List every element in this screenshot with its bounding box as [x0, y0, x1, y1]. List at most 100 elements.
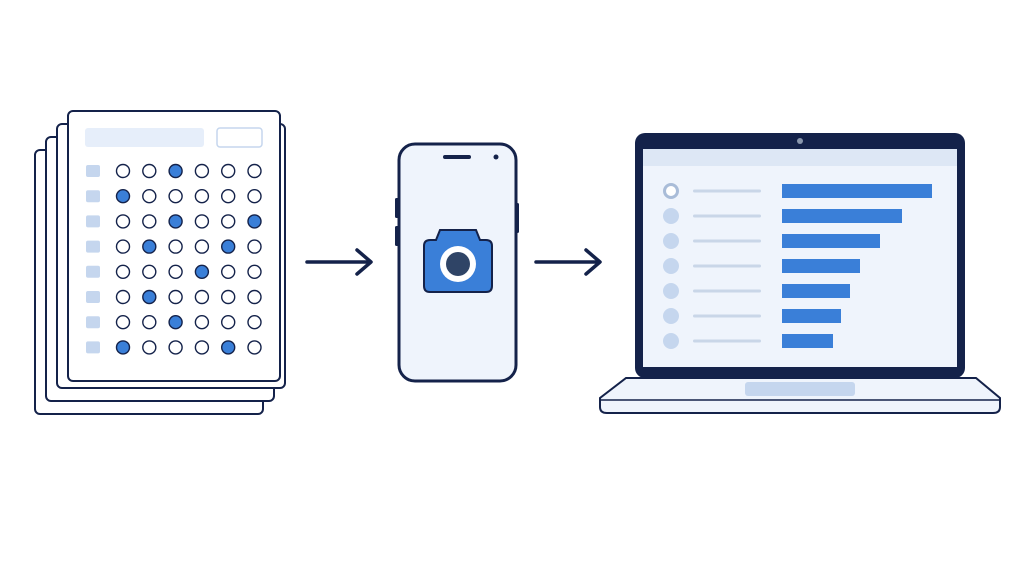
result-row — [663, 183, 932, 199]
filled-bubble — [115, 188, 131, 204]
empty-bubble — [142, 163, 157, 179]
empty-bubble — [168, 264, 183, 279]
question-number-marker — [86, 190, 100, 203]
empty-bubble — [247, 188, 262, 204]
empty-bubble — [247, 289, 262, 305]
filled-bubble — [115, 340, 131, 355]
result-row — [663, 233, 880, 249]
result-bar — [782, 284, 850, 298]
filled-bubble — [168, 214, 183, 229]
answer-row — [86, 188, 262, 204]
result-label-line — [693, 189, 761, 193]
phone-front-camera — [493, 154, 499, 160]
result-indicator — [663, 233, 679, 249]
empty-bubble — [168, 340, 183, 355]
camera-icon — [423, 229, 493, 293]
result-label-line — [693, 339, 761, 343]
camera-lens — [446, 252, 470, 276]
answer-sheet-stack-icon — [34, 110, 286, 415]
filled-bubble — [142, 239, 157, 254]
filled-bubble — [168, 315, 183, 330]
empty-bubble — [220, 315, 236, 330]
filled-bubble — [194, 264, 210, 279]
answer-row — [86, 340, 262, 355]
result-bar — [782, 309, 841, 323]
empty-bubble — [142, 315, 157, 330]
answer-row — [86, 239, 262, 254]
question-number-marker — [86, 291, 100, 303]
answer-row — [86, 163, 262, 179]
result-bar — [782, 259, 860, 273]
empty-bubble — [220, 163, 236, 179]
filled-bubble — [220, 239, 236, 254]
result-bar — [782, 234, 880, 248]
empty-bubble — [220, 214, 236, 229]
result-label-line — [693, 239, 761, 243]
result-indicator — [663, 208, 679, 224]
right-arrow-icon — [534, 248, 602, 276]
empty-bubble — [115, 315, 131, 330]
result-bar — [782, 209, 902, 223]
empty-bubble — [194, 289, 210, 305]
result-indicator — [663, 308, 679, 324]
filled-bubble — [168, 163, 183, 179]
empty-bubble — [194, 340, 210, 355]
question-number-marker — [86, 240, 100, 253]
filled-bubble — [142, 289, 157, 305]
empty-bubble — [247, 315, 262, 330]
result-label-line — [693, 214, 761, 218]
empty-bubble — [142, 188, 157, 204]
empty-bubble — [115, 239, 131, 254]
result-row — [663, 333, 833, 349]
sheet-header-box — [216, 127, 263, 148]
result-indicator-ring — [663, 183, 679, 199]
empty-bubble — [168, 289, 183, 305]
empty-bubble — [194, 163, 210, 179]
laptop-screen-header — [643, 149, 957, 166]
bubble-grid — [86, 163, 262, 355]
answer-row — [86, 264, 262, 279]
question-number-marker — [86, 165, 100, 177]
empty-bubble — [142, 214, 157, 229]
empty-bubble — [194, 188, 210, 204]
result-indicator — [663, 283, 679, 299]
empty-bubble — [115, 163, 131, 179]
empty-bubble — [115, 214, 131, 229]
empty-bubble — [115, 264, 131, 279]
result-label-line — [693, 314, 761, 318]
empty-bubble — [247, 239, 262, 254]
empty-bubble — [220, 289, 236, 305]
result-indicator — [663, 258, 679, 274]
empty-bubble — [168, 239, 183, 254]
results-list — [663, 183, 932, 349]
empty-bubble — [220, 188, 236, 204]
empty-bubble — [247, 264, 262, 279]
empty-bubble — [115, 289, 131, 305]
empty-bubble — [220, 264, 236, 279]
empty-bubble — [168, 188, 183, 204]
laptop-webcam — [797, 138, 803, 144]
result-row — [663, 308, 841, 324]
empty-bubble — [194, 239, 210, 254]
result-row — [663, 208, 902, 224]
empty-bubble — [142, 264, 157, 279]
empty-bubble — [194, 315, 210, 330]
laptop-icon — [599, 133, 1001, 414]
sheet-header-bar — [85, 128, 204, 147]
result-row — [663, 258, 860, 274]
phone-speaker — [443, 155, 471, 159]
question-number-marker — [86, 265, 100, 278]
filled-bubble — [220, 340, 236, 355]
question-number-marker — [86, 316, 100, 329]
result-label-line — [693, 289, 761, 293]
answer-row — [86, 289, 262, 305]
filled-bubble — [247, 214, 262, 229]
question-number-marker — [86, 215, 100, 228]
empty-bubble — [247, 163, 262, 179]
empty-bubble — [247, 340, 262, 355]
result-bar — [782, 184, 932, 198]
answer-row — [86, 214, 262, 229]
result-row — [663, 283, 850, 299]
empty-bubble — [194, 214, 210, 229]
